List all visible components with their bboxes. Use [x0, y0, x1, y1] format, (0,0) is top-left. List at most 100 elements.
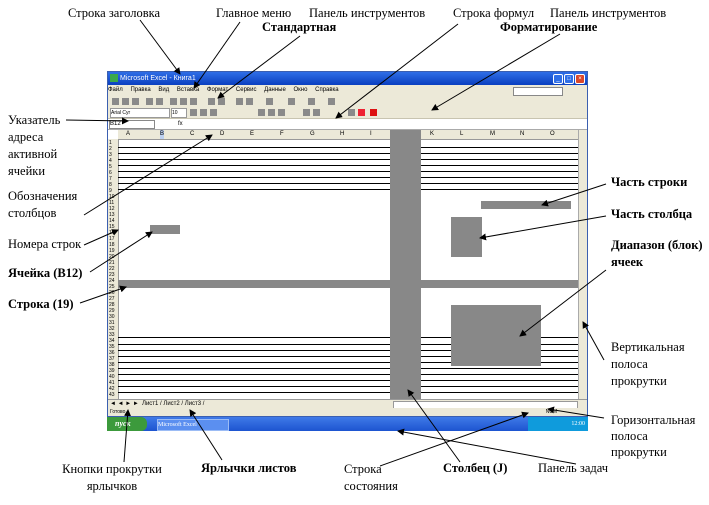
row-header-37[interactable]: 37	[109, 356, 115, 362]
copy-icon[interactable]	[180, 98, 187, 105]
row-header-24[interactable]: 24	[109, 278, 115, 284]
menu-item[interactable]: Окно	[293, 87, 308, 93]
maximize-icon[interactable]: □	[564, 74, 574, 84]
fx-icon[interactable]: fx	[178, 121, 183, 127]
column-header-g[interactable]: G	[310, 131, 315, 137]
row-header-43[interactable]: 43	[109, 392, 115, 398]
column-header-o[interactable]: O	[550, 131, 555, 137]
autosum-icon[interactable]	[236, 98, 243, 105]
open-icon[interactable]	[122, 98, 129, 105]
row-header-41[interactable]: 41	[109, 380, 115, 386]
row-header-34[interactable]: 34	[109, 338, 115, 344]
chart-wizard-icon[interactable]	[266, 98, 273, 105]
cell-range[interactable]	[451, 305, 541, 366]
percent-icon[interactable]	[313, 109, 320, 116]
column-header-m[interactable]: M	[490, 131, 495, 137]
vertical-scrollbar[interactable]	[578, 130, 587, 400]
new-icon[interactable]	[112, 98, 119, 105]
save-icon[interactable]	[132, 98, 139, 105]
taskbar-excel-item[interactable]: Microsoft Excel	[157, 419, 229, 431]
formula-bar[interactable]: B12 fx	[108, 119, 587, 130]
italic-icon[interactable]	[200, 109, 207, 116]
label-column-headers: Обозначения столбцов	[8, 189, 78, 220]
row-header-30[interactable]: 30	[109, 314, 115, 320]
row-header-40[interactable]: 40	[109, 374, 115, 380]
ask-question-input[interactable]	[513, 87, 563, 96]
row-header-35[interactable]: 35	[109, 344, 115, 350]
currency-icon[interactable]	[303, 109, 310, 116]
row-header-28[interactable]: 28	[109, 302, 115, 308]
font-size-select[interactable]: 10	[171, 108, 187, 118]
row-header-42[interactable]: 42	[109, 386, 115, 392]
column-header-k[interactable]: K	[430, 131, 435, 137]
column-header-a[interactable]: A	[126, 131, 131, 137]
print-icon[interactable]	[146, 98, 153, 105]
grid-row-line	[118, 177, 579, 178]
column-j[interactable]	[390, 130, 421, 399]
help-icon[interactable]	[328, 98, 335, 105]
font-name-select[interactable]: Arial Cyr	[110, 108, 170, 118]
sheet-tabs[interactable]: Лист1 / Лист2 / Лист3 /	[142, 401, 205, 407]
align-right-icon[interactable]	[278, 109, 285, 116]
menu-item[interactable]: Формат	[206, 87, 229, 93]
column-header-i[interactable]: I	[370, 131, 372, 137]
row-header-36[interactable]: 36	[109, 350, 115, 356]
cut-icon[interactable]	[170, 98, 177, 105]
row-header-29[interactable]: 29	[109, 308, 115, 314]
fill-color-icon[interactable]	[358, 109, 365, 116]
menu-item[interactable]: Правка	[130, 87, 151, 93]
sort-icon[interactable]	[246, 98, 253, 105]
column-header-f[interactable]: F	[280, 131, 284, 137]
column-header-c[interactable]: C	[190, 131, 195, 137]
title-bar[interactable]: Microsoft Excel - Книга1 _ □ ×	[108, 72, 587, 85]
align-center-icon[interactable]	[268, 109, 275, 116]
drawing-icon[interactable]	[288, 98, 295, 105]
column-header-d[interactable]: D	[220, 131, 225, 137]
close-icon[interactable]: ×	[575, 74, 585, 84]
preview-icon[interactable]	[156, 98, 163, 105]
cell-b12[interactable]	[150, 225, 180, 234]
name-box[interactable]: B12	[109, 120, 155, 129]
undo-icon[interactable]	[208, 98, 215, 105]
grid-row-line	[118, 183, 579, 184]
menu-item[interactable]: Вставка	[176, 87, 200, 93]
font-color-icon[interactable]	[370, 109, 377, 116]
row-header-32[interactable]: 32	[109, 326, 115, 332]
row-header-14[interactable]: 14	[109, 218, 115, 224]
excel-window: Microsoft Excel - Книга1 _ □ × Файл Прав…	[107, 71, 588, 417]
row-header-15[interactable]: 15	[109, 224, 115, 230]
menu-item[interactable]: Файл	[108, 87, 123, 93]
part-of-column[interactable]	[451, 217, 482, 257]
minimize-icon[interactable]: _	[553, 74, 563, 84]
row-header-31[interactable]: 31	[109, 320, 115, 326]
borders-icon[interactable]	[348, 109, 355, 116]
column-header-n[interactable]: N	[520, 131, 525, 137]
underline-icon[interactable]	[210, 109, 217, 116]
bold-icon[interactable]	[190, 109, 197, 116]
redo-icon[interactable]	[218, 98, 225, 105]
menu-item[interactable]: Справка	[315, 87, 339, 93]
start-button[interactable]: пуск	[107, 417, 147, 431]
grid-row-line	[118, 337, 579, 338]
column-header-e[interactable]: E	[250, 131, 255, 137]
align-left-icon[interactable]	[258, 109, 265, 116]
paste-icon[interactable]	[190, 98, 197, 105]
cell-grid[interactable]	[118, 130, 579, 399]
part-of-row[interactable]	[481, 201, 571, 209]
menu-item[interactable]: Сервис	[235, 87, 257, 93]
system-tray: 12:00	[528, 417, 588, 431]
row-header-33[interactable]: 33	[109, 332, 115, 338]
menu-item[interactable]: Данные	[264, 87, 286, 93]
column-header-h[interactable]: H	[340, 131, 345, 137]
row-19[interactable]	[118, 280, 579, 288]
zoom-icon[interactable]	[308, 98, 315, 105]
label-tab-scroll-buttons: Кнопки прокрутки ярлычков	[62, 462, 162, 493]
column-header-l[interactable]: L	[460, 131, 464, 137]
tab-scroll-buttons[interactable]: ◄ ◄ ► ►	[110, 401, 139, 407]
row-header-38[interactable]: 38	[109, 362, 115, 368]
row-header-39[interactable]: 39	[109, 368, 115, 374]
column-header-b[interactable]: B	[160, 130, 165, 139]
row-header-23[interactable]: 23	[109, 272, 115, 278]
menu-item[interactable]: Вид	[158, 87, 170, 93]
grid-row-line	[118, 153, 579, 154]
